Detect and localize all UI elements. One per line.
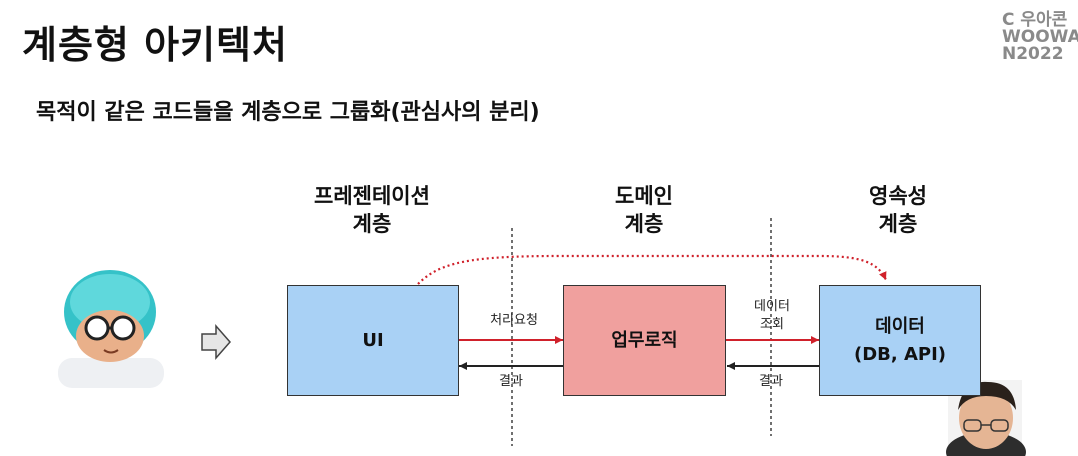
- business-logic-label: 업무로직: [611, 329, 678, 351]
- user-avatar-icon: [58, 270, 164, 388]
- domain-layer-line-1: 도메인: [615, 184, 673, 208]
- bypass-dotted-arrow: [417, 254, 888, 285]
- data-box-line-2: (DB, API): [853, 343, 947, 365]
- logo-line-3: N2022: [1002, 44, 1064, 64]
- domain-layer-label: 도메인 계층: [534, 182, 754, 238]
- data-query-line-1: 데이터: [754, 299, 790, 314]
- data-box-line-1: 데이터: [875, 315, 925, 337]
- data-query-label: 데이터 조회: [734, 298, 810, 334]
- ui-box: UI: [287, 285, 459, 396]
- request-label: 처리요청: [490, 313, 538, 328]
- presentation-layer-line-1: 프레젠테이션: [314, 184, 430, 208]
- page-subtitle: 목적이 같은 코드들을 계층으로 그룹화(관심사의 분리): [36, 100, 540, 125]
- persistence-layer-line-2: 계층: [878, 212, 918, 236]
- business-logic-box: 업무로직: [563, 285, 726, 396]
- data-query-line-2: 조회: [760, 317, 784, 332]
- ui-box-label: UI: [362, 329, 384, 351]
- page-title: 계층형 아키텍처: [22, 23, 288, 67]
- presentation-layer-line-2: 계층: [352, 212, 392, 236]
- logo-line-2: WOOWA: [1002, 27, 1078, 47]
- data-box: 데이터 (DB, API): [819, 285, 981, 396]
- woowacon-logo: C 우아콘 WOOWA N2022: [1002, 12, 1078, 63]
- logo-line-1: C 우아콘: [1002, 10, 1068, 30]
- persistence-layer-label: 영속성 계층: [788, 182, 1008, 238]
- result-label-left: 결과: [499, 374, 523, 389]
- result-label-right: 결과: [759, 374, 783, 389]
- user-arrow-icon: [201, 324, 231, 360]
- persistence-layer-line-1: 영속성: [869, 184, 927, 208]
- presentation-layer-label: 프레젠테이션 계층: [262, 182, 482, 238]
- domain-layer-line-2: 계층: [624, 212, 664, 236]
